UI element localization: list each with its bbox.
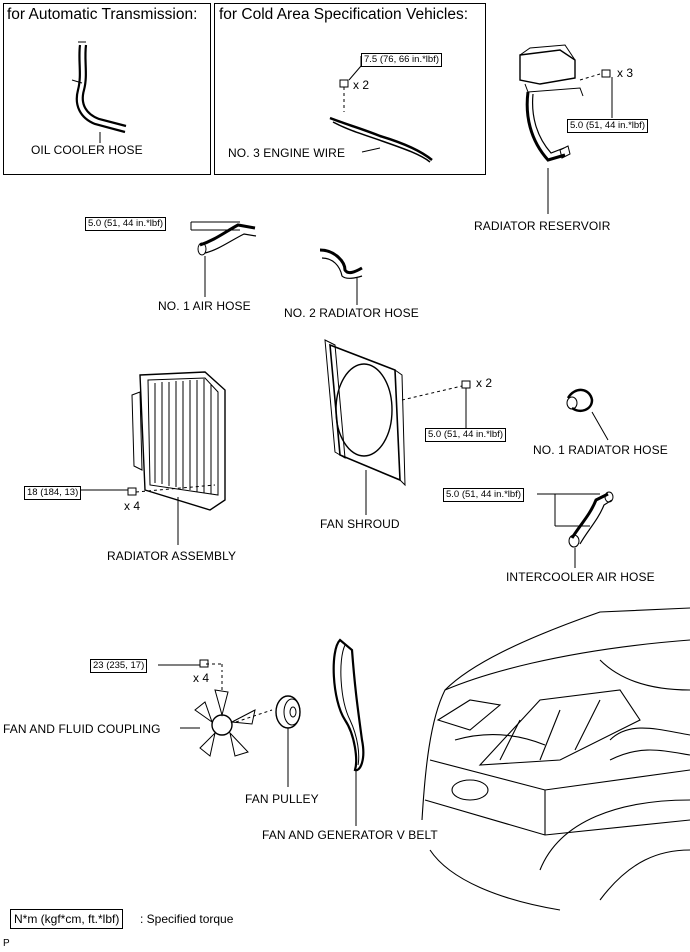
qty-radiator: x 4 bbox=[124, 499, 141, 513]
qty-shroud: x 2 bbox=[476, 376, 493, 390]
panel-frame-cold bbox=[214, 3, 486, 175]
torque-air-hose: 5.0 (51, 44 in.*lbf) bbox=[85, 217, 166, 231]
qty-fan: x 4 bbox=[193, 671, 210, 685]
label-radiator-assembly: RADIATOR ASSEMBLY bbox=[107, 549, 237, 563]
v-belt-icon bbox=[332, 638, 365, 772]
torque-reservoir: 5.0 (51, 44 in.*lbf) bbox=[567, 119, 648, 133]
label-no2-radiator-hose: NO. 2 RADIATOR HOSE bbox=[284, 306, 419, 320]
qty-engine-wire: x 2 bbox=[353, 78, 370, 92]
footer-code: P bbox=[3, 938, 10, 949]
label-fan-coupling: FAN AND FLUID COUPLING bbox=[3, 722, 161, 736]
torque-radiator: 18 (184, 13) bbox=[24, 486, 82, 500]
air-hose-icon bbox=[197, 223, 257, 256]
label-no1-air-hose: NO. 1 AIR HOSE bbox=[158, 299, 251, 313]
radiator-assembly-icon bbox=[127, 371, 226, 511]
torque-shroud: 5.0 (51, 44 in.*lbf) bbox=[425, 428, 506, 442]
label-oil-cooler-hose: OIL COOLER HOSE bbox=[31, 143, 143, 157]
fan-pulley-icon bbox=[275, 695, 301, 729]
radiator-hose-2-icon bbox=[319, 248, 363, 279]
torque-intercooler: 5.0 (51, 44 in.*lbf) bbox=[443, 488, 524, 502]
intercooler-air-hose-icon bbox=[568, 491, 614, 548]
label-engine-wire: NO. 3 ENGINE WIRE bbox=[228, 146, 346, 160]
label-fan-shroud: FAN SHROUD bbox=[320, 517, 400, 531]
qty-reservoir: x 3 bbox=[617, 66, 634, 80]
label-no1-radiator-hose: NO. 1 RADIATOR HOSE bbox=[533, 443, 668, 457]
fan-coupling-icon bbox=[194, 659, 256, 757]
torque-fan: 23 (235, 17) bbox=[90, 659, 148, 673]
radiator-reservoir-icon bbox=[519, 44, 611, 162]
legend-unit-box: N*m (kgf*cm, ft.*lbf) bbox=[10, 909, 124, 929]
oil-cooler-hose-icon bbox=[71, 41, 127, 134]
engine-bay-icon bbox=[421, 607, 690, 911]
fan-shroud-icon bbox=[324, 339, 471, 487]
label-radiator-reservoir: RADIATOR RESERVOIR bbox=[474, 219, 611, 233]
label-v-belt: FAN AND GENERATOR V BELT bbox=[262, 828, 438, 842]
radiator-hose-1-icon bbox=[566, 388, 594, 412]
label-intercooler-air-hose: INTERCOOLER AIR HOSE bbox=[506, 570, 655, 584]
legend-description: : Specified torque bbox=[140, 912, 234, 926]
torque-engine-wire: 7.5 (76, 66 in.*lbf) bbox=[361, 53, 442, 67]
engine-wire-icon bbox=[329, 79, 433, 163]
panel-title-cold: for Cold Area Specification Vehicles: bbox=[219, 6, 468, 23]
label-fan-pulley: FAN PULLEY bbox=[245, 792, 319, 806]
panel-frame-auto bbox=[3, 3, 211, 175]
panel-title-auto: for Automatic Transmission: bbox=[7, 6, 198, 23]
